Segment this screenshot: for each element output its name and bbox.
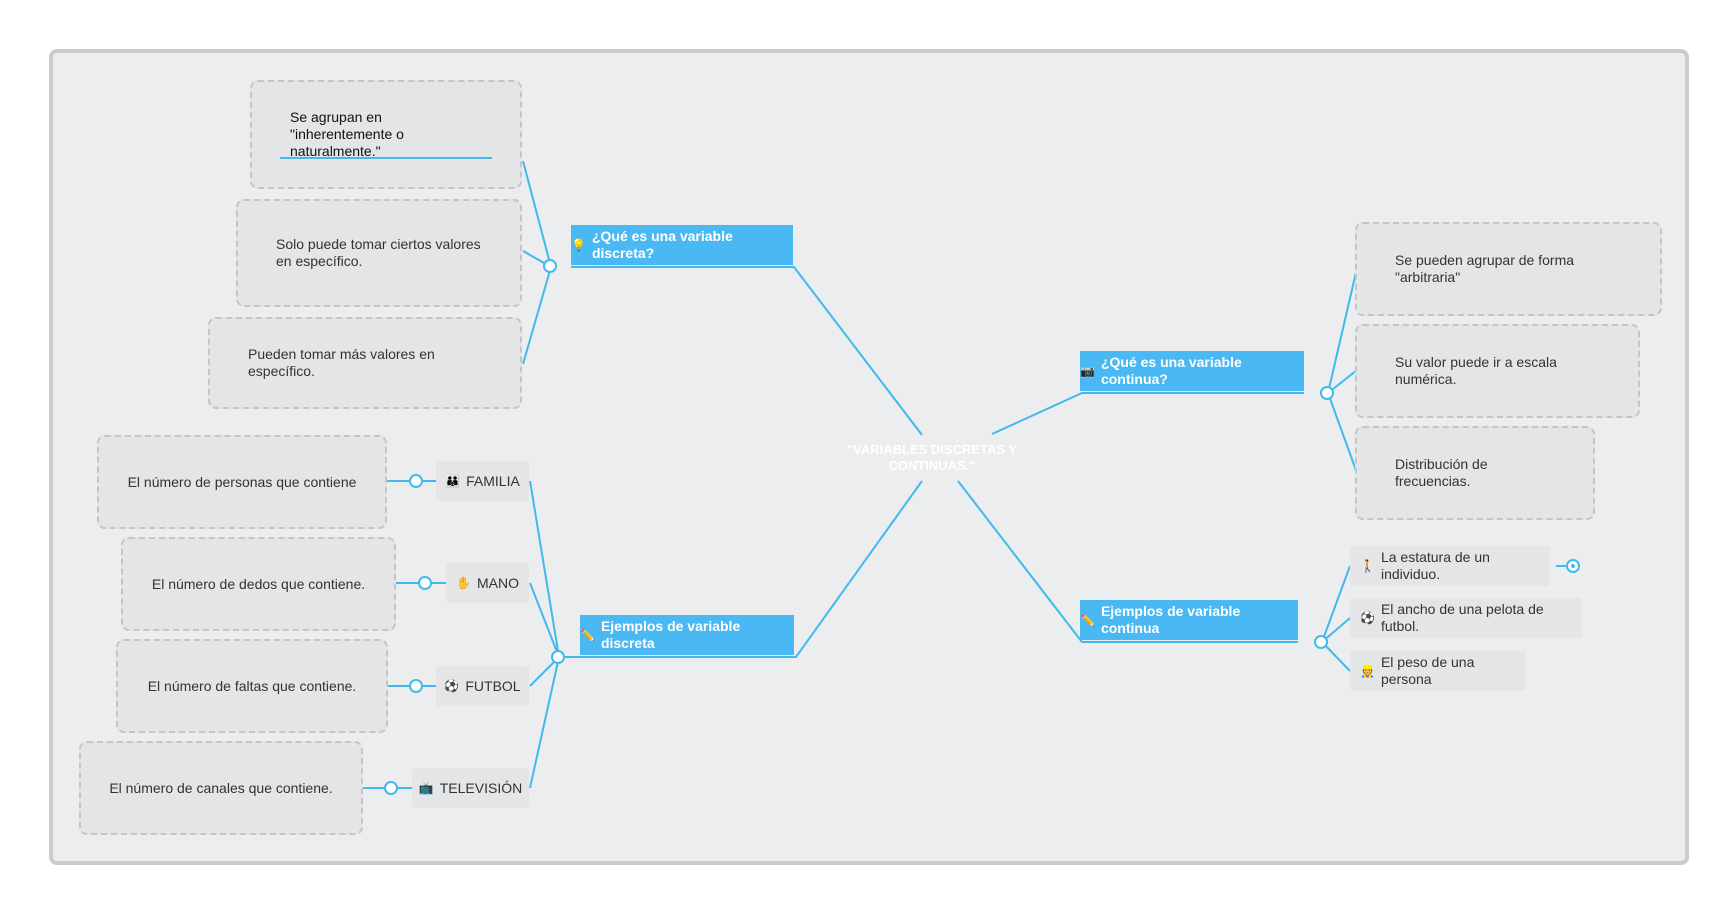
branch-title: Ejemplos de variable continua — [1100, 603, 1241, 636]
root-title: "VARIABLES DISCRETAS Y CONTINUAS." — [846, 442, 1018, 473]
continua-item-3[interactable]: Distribución de frecuencias. — [1355, 426, 1595, 520]
discreta-item-2[interactable]: Solo puede tomar ciertos valores en espe… — [236, 199, 522, 307]
ejemplo-mano[interactable]: ✋ MANO — [446, 563, 529, 603]
item-text: Su valor puede ir a escala numérica. — [1395, 354, 1557, 387]
pencil-icon: ✏️ — [580, 627, 595, 642]
soccer-ball-icon: ⚽ — [1360, 610, 1375, 625]
item-text: Solo puede tomar ciertos valores en espe… — [276, 236, 481, 269]
television-icon: 📺 — [418, 780, 434, 795]
person-icon: 👷 — [1360, 663, 1375, 678]
text-cursor-underline — [280, 157, 492, 159]
branch-variable-continua[interactable]: 📷 ¿Qué es una variable continua? — [1080, 351, 1304, 391]
collapse-toggle[interactable] — [551, 650, 565, 664]
item-text: El número de canales que contiene. — [109, 779, 333, 796]
collapse-toggle[interactable] — [418, 576, 432, 590]
add-child-toggle[interactable] — [1566, 559, 1580, 573]
branch-ejemplos-discreta[interactable]: ✏️ Ejemplos de variable discreta — [580, 615, 794, 655]
continua-item-2[interactable]: Su valor puede ir a escala numérica. — [1355, 324, 1640, 418]
branch-title: Ejemplos de variable discreta — [600, 618, 741, 651]
ejemplo-peso[interactable]: 👷 El peso de una persona — [1350, 651, 1526, 691]
branch-ejemplos-continua[interactable]: ✏️ Ejemplos de variable continua — [1080, 600, 1298, 640]
collapse-toggle[interactable] — [409, 679, 423, 693]
ejemplo-television[interactable]: 📺 TELEVISIÓN — [412, 768, 529, 808]
item-text: El número de personas que contiene — [127, 473, 357, 490]
item-text: El número de faltas que contiene. — [147, 677, 357, 694]
continua-item-1[interactable]: Se pueden agrupar de forma "arbitraria" — [1355, 222, 1662, 316]
item-text: El número de dedos que contiene. — [151, 575, 366, 592]
lightbulb-icon: 💡 — [571, 237, 586, 252]
branch-variable-discreta[interactable]: 💡 ¿Qué es una variable discreta? — [571, 225, 793, 265]
leaf-label: El ancho de una pelota de futbol. — [1380, 601, 1544, 634]
hand-icon: ✋ — [456, 575, 471, 590]
leaf-label: El peso de una persona — [1380, 654, 1475, 687]
leaf-label: FUTBOL — [465, 677, 521, 694]
leaf-label: MANO — [476, 574, 519, 591]
ejemplo-ancho-pelota[interactable]: ⚽ El ancho de una pelota de futbol. — [1350, 598, 1582, 638]
leaf-label: La estatura de un individuo. — [1380, 549, 1490, 582]
detalle-futbol[interactable]: El número de faltas que contiene. — [116, 639, 388, 733]
ejemplo-estatura[interactable]: 🚶 La estatura de un individuo. — [1350, 546, 1550, 586]
root-topic[interactable]: "VARIABLES DISCRETAS Y CONTINUAS." — [843, 440, 1021, 476]
collapse-toggle[interactable] — [409, 474, 423, 488]
item-text: Se pueden agrupar de forma "arbitraria" — [1395, 252, 1575, 285]
soccer-ball-icon: ⚽ — [444, 678, 460, 693]
item-text: Se agrupan en "inherentemente o naturalm… — [290, 109, 404, 159]
detalle-television[interactable]: El número de canales que contiene. — [79, 741, 363, 835]
branch-title: ¿Qué es una variable discreta? — [591, 228, 733, 261]
item-text: Pueden tomar más valores en específico. — [248, 346, 435, 379]
collapse-toggle[interactable] — [543, 259, 557, 273]
camera-icon: 📷 — [1080, 363, 1095, 378]
branch-title: ¿Qué es una variable continua? — [1100, 354, 1242, 387]
pencil-icon: ✏️ — [1080, 612, 1095, 627]
detalle-mano[interactable]: El número de dedos que contiene. — [121, 537, 396, 631]
ejemplo-familia[interactable]: 👪 FAMILIA — [436, 461, 529, 501]
ejemplo-futbol[interactable]: ⚽ FUTBOL — [436, 666, 529, 706]
leaf-label: FAMILIA — [466, 472, 520, 489]
item-text: Distribución de frecuencias. — [1395, 456, 1488, 489]
person-walking-icon: 🚶 — [1360, 558, 1375, 573]
leaf-label: TELEVISIÓN — [439, 779, 523, 796]
collapse-toggle[interactable] — [1320, 386, 1334, 400]
collapse-toggle[interactable] — [1314, 635, 1328, 649]
detalle-familia[interactable]: El número de personas que contiene — [97, 435, 387, 529]
discreta-item-3[interactable]: Pueden tomar más valores en específico. — [208, 317, 522, 409]
collapse-toggle[interactable] — [384, 781, 398, 795]
family-icon: 👪 — [445, 473, 461, 488]
discreta-item-1[interactable]: Se agrupan en "inherentemente o naturalm… — [250, 80, 522, 189]
